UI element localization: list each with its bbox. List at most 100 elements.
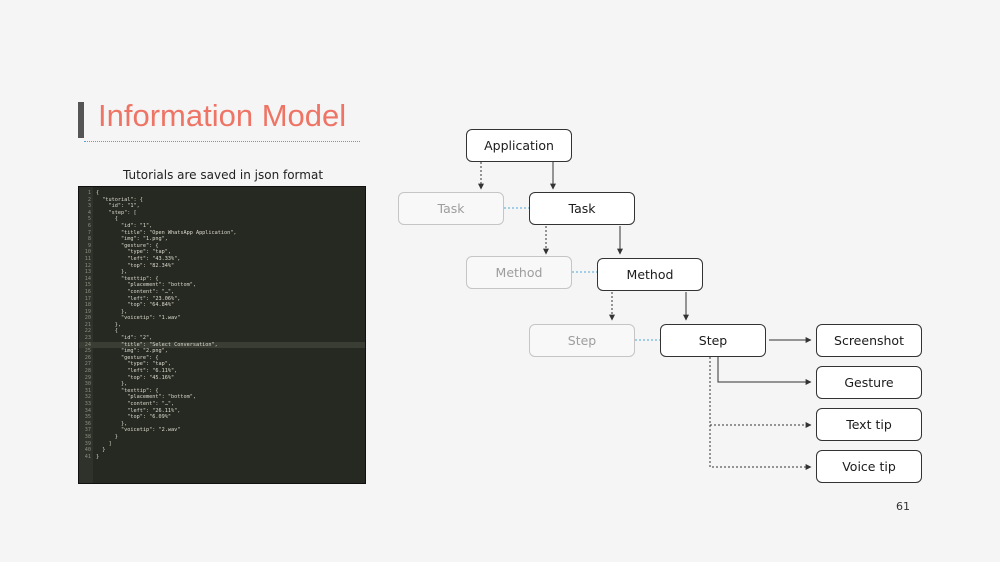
code-line-number: 14 — [84, 275, 91, 282]
code-line-text: "content": "…", — [96, 288, 175, 295]
code-line-text: "tutorial": { — [96, 196, 143, 203]
code-line: 25 "img": "2.png", — [79, 348, 365, 355]
code-line-text: "voicetip": "2.wav" — [96, 427, 181, 434]
code-line: 36 }, — [79, 421, 365, 428]
code-line: 24 "title": "Select Conversation", — [79, 341, 365, 349]
code-line-text: ] — [96, 440, 112, 447]
edge-step-text-tip — [709, 357, 812, 428]
code-line-text: "step": [ — [96, 209, 137, 216]
code-line-text: "content": "…", — [96, 401, 175, 407]
code-line-text: "id": "1", — [96, 203, 140, 210]
code-line: 18 "top": "64.84%" — [79, 302, 365, 309]
slide-title: Information Model — [98, 98, 347, 133]
code-line-number: 12 — [84, 262, 91, 269]
code-line-text: "left": "26.11%", — [96, 407, 181, 414]
code-line-number: 31 — [84, 387, 91, 394]
edge-step-gesture — [717, 357, 812, 385]
edge-step-voice-tip — [709, 425, 812, 470]
code-line: 22 { — [79, 328, 365, 335]
code-line-text: "gesture": { — [96, 242, 159, 249]
code-line-text: } — [96, 453, 100, 460]
code-line-number: 21 — [84, 321, 91, 328]
code-line: 41} — [79, 454, 365, 461]
code-line: 39 ] — [79, 441, 365, 448]
code-line: 8 "img": "1.png", — [79, 236, 365, 243]
code-line: 38 } — [79, 434, 365, 441]
title-accent-bar — [78, 102, 84, 138]
code-line: 10 "type": "tap", — [79, 249, 365, 256]
node-screenshot: Screenshot — [816, 324, 922, 357]
code-line: 31 "texttip": { — [79, 388, 365, 395]
code-line-text: "type": "tap", — [96, 361, 171, 368]
code-line: 5 { — [79, 216, 365, 223]
code-line-text: }, — [96, 269, 128, 276]
json-code-editor: 1 {2 "tutorial": { 3 "id": "1",4 "step": [… — [78, 186, 366, 484]
code-line: 37 "voicetip": "2.wav" — [79, 427, 365, 434]
code-line-text: }, — [96, 381, 128, 388]
code-line-number: 9 — [87, 242, 91, 249]
code-line-text: "left": "23.06%", — [96, 295, 181, 302]
node-application: Application — [466, 129, 572, 162]
code-line-number: 41 — [84, 453, 91, 460]
code-line: 9 "gesture": { — [79, 243, 365, 250]
code-line-text: { — [96, 190, 100, 196]
code-line-number: 18 — [84, 302, 91, 309]
line-number-gutter — [79, 187, 93, 483]
code-line-text: } — [96, 433, 118, 440]
code-lines: 1 {2 "tutorial": { 3 "id": "1",4 "step": [… — [79, 190, 365, 460]
code-line-number: 37 — [84, 427, 91, 434]
code-line: 21 }, — [79, 322, 365, 329]
code-line-text: "placement": "bottom", — [96, 394, 196, 401]
code-line: 33 "content": "…", — [79, 401, 365, 408]
code-line-number: 25 — [84, 348, 91, 355]
code-line: 27 "type": "tap", — [79, 361, 365, 368]
code-line: 14 "texttip": { — [79, 276, 365, 283]
code-line: 6 "id": "1", — [79, 223, 365, 230]
code-line-number: 35 — [84, 414, 91, 421]
code-line: 7 "title": "Open WhatsApp Application", — [79, 230, 365, 237]
code-line: 32 "placement": "bottom", — [79, 394, 365, 401]
code-line-number: 17 — [84, 295, 91, 302]
code-line-number: 23 — [84, 335, 91, 342]
code-line: 26 "gesture": { — [79, 355, 365, 362]
node-method-faded: Method — [466, 256, 572, 289]
code-line: 13 }, — [79, 269, 365, 276]
code-line-number: 19 — [84, 308, 91, 315]
code-line-text: "texttip": { — [96, 275, 159, 282]
code-line-text: "title": "Select Conversation", — [96, 341, 218, 348]
code-line-number: 3 — [87, 203, 91, 210]
code-line-text: "img": "2.png", — [96, 348, 168, 355]
code-line-text: "gesture": { — [96, 354, 159, 361]
code-line: 15 "placement": "bottom", — [79, 282, 365, 289]
code-line-text: "title": "Open WhatsApp Application", — [96, 229, 237, 236]
title-underline — [84, 141, 360, 142]
code-line: 17 "left": "23.06%", — [79, 296, 365, 303]
code-line-number: 20 — [84, 315, 91, 322]
code-line-number: 13 — [84, 269, 91, 276]
code-line-text: "type": "tap", — [96, 249, 171, 256]
code-line: 4 "step": [ — [79, 210, 365, 217]
code-line-number: 22 — [84, 328, 91, 335]
code-line-text: "top": "45.16%" — [96, 374, 175, 381]
code-line: 40 } — [79, 447, 365, 454]
code-line-number: 7 — [87, 229, 91, 236]
code-line-number: 28 — [84, 368, 91, 375]
code-line-number: 6 — [87, 222, 91, 229]
code-line-number: 8 — [87, 236, 91, 243]
code-line-text: "top": "6.09%" — [96, 414, 171, 421]
code-line-text: } — [96, 447, 106, 454]
code-line-number: 1 — [87, 190, 91, 196]
node-method: Method — [597, 258, 703, 291]
node-task-faded: Task — [398, 192, 504, 225]
code-line-text: "texttip": { — [96, 387, 159, 394]
code-line-number: 10 — [84, 249, 91, 256]
code-caption: Tutorials are saved in json format — [122, 168, 324, 182]
code-line-text: "top": "64.84%" — [96, 302, 175, 309]
code-line-number: 2 — [87, 196, 91, 203]
code-line-text: "top": "82.34%" — [96, 262, 175, 269]
node-task: Task — [529, 192, 635, 225]
code-line-number: 40 — [84, 447, 91, 454]
code-line-number: 36 — [84, 420, 91, 427]
code-line-text: "id": "2", — [96, 335, 153, 342]
